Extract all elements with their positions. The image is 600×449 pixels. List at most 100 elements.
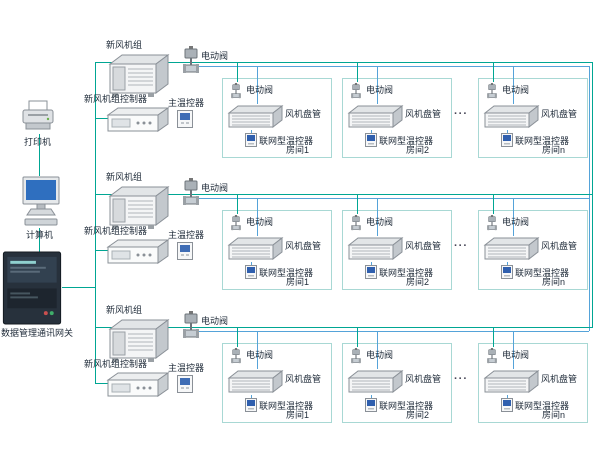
networked-thermostat-label: 联网型温控器	[515, 136, 570, 146]
room: 电动阀 风机盘管 联网型温控器 房间2	[342, 194, 452, 290]
networked-thermostat-icon	[245, 265, 257, 279]
networked-thermostat-label: 联网型温控器	[379, 136, 434, 146]
main-thermostat-label: 主温控器	[168, 98, 205, 108]
fan-coil-icon	[346, 369, 404, 395]
fan-coil-label: 风机盘管	[285, 374, 322, 384]
networked-thermostat-label: 联网型温控器	[379, 401, 434, 411]
trunk-wire	[95, 62, 96, 383]
ahu-controller-icon	[106, 371, 170, 399]
ahu-row: 新风机组 电动阀 新风机组控制器 主温控器 电动阀 风机盘管 联网型温控器 房间…	[0, 305, 600, 437]
networked-thermostat-icon	[245, 398, 257, 412]
fancoil-thermostat-wire	[251, 395, 252, 399]
room-drop-wire-blue	[513, 66, 514, 104]
networked-thermostat-label: 联网型温控器	[379, 268, 434, 278]
computer-gateway-wire	[39, 228, 40, 252]
fan-coil-icon	[226, 104, 284, 130]
ahu-unit-icon	[104, 317, 172, 363]
room-drop-wire-green	[493, 62, 494, 82]
rooms-ellipsis: ···	[454, 240, 468, 252]
room-valve-icon	[485, 348, 499, 366]
ahu-valve-label: 电动阀	[201, 51, 229, 61]
room-valve-icon	[229, 215, 243, 233]
room-name-label: 房间1	[286, 145, 310, 155]
bus-wire-blue	[186, 66, 589, 67]
room-drop-wire-blue	[513, 198, 514, 236]
controller-label: 新风机组控制器	[84, 94, 148, 104]
room-drop-wire-green	[357, 62, 358, 82]
room-name-label: 房间1	[286, 410, 310, 420]
bus-wire-green	[95, 194, 592, 195]
fan-coil-icon	[482, 104, 540, 130]
room: 电动阀 风机盘管 联网型温控器 房间n	[478, 62, 588, 158]
room-valve-icon	[229, 348, 243, 366]
networked-thermostat-icon	[365, 133, 377, 147]
ahu-unit-icon	[104, 52, 172, 98]
room-drop-wire-green	[493, 194, 494, 214]
fan-coil-label: 风机盘管	[285, 109, 322, 119]
room: 电动阀 风机盘管 联网型温控器 房间n	[478, 327, 588, 423]
fancoil-thermostat-wire	[251, 262, 252, 266]
room-valve-label: 电动阀	[366, 350, 394, 360]
room-valve-label: 电动阀	[502, 217, 530, 227]
bus-wire-blue	[186, 331, 589, 332]
room-name-label: 房间2	[406, 277, 430, 287]
gateway-trunk-wire	[62, 287, 95, 288]
fan-coil-icon	[482, 236, 540, 262]
fan-coil-icon	[226, 236, 284, 262]
ahu-label: 新风机组	[106, 172, 143, 182]
bus-wire-green	[95, 62, 592, 63]
room-valve-label: 电动阀	[366, 85, 394, 95]
ahu-row: 新风机组 电动阀 新风机组控制器 主温控器 电动阀 风机盘管 联网型温控器 房间…	[0, 172, 600, 304]
main-thermostat-icon	[177, 110, 193, 128]
fan-coil-label: 风机盘管	[405, 374, 442, 384]
ahu-row: 新风机组 电动阀 新风机组控制器 主温控器 电动阀 风机盘管 联网型温控器 房间…	[0, 40, 600, 172]
networked-thermostat-icon	[365, 398, 377, 412]
fancoil-thermostat-wire	[507, 262, 508, 266]
fan-coil-icon	[482, 369, 540, 395]
fan-coil-label: 风机盘管	[405, 109, 442, 119]
room-drop-wire-blue	[377, 198, 378, 236]
rooms-ellipsis: ···	[454, 373, 468, 385]
room: 电动阀 风机盘管 联网型温控器 房间1	[222, 327, 332, 423]
controller-label: 新风机组控制器	[84, 226, 148, 236]
ahu-unit-icon	[104, 184, 172, 230]
fan-coil-icon	[346, 104, 404, 130]
room-name-label: 房间n	[542, 277, 566, 287]
room-name-label: 房间n	[542, 410, 566, 420]
fan-coil-label: 风机盘管	[541, 241, 578, 251]
room-drop-wire-green	[493, 327, 494, 347]
rooms-ellipsis: ···	[454, 108, 468, 120]
room-drop-wire-blue	[513, 331, 514, 369]
fan-coil-icon	[226, 369, 284, 395]
ahu-valve-label: 电动阀	[201, 316, 229, 326]
fancoil-thermostat-wire	[507, 395, 508, 399]
room-drop-wire-green	[357, 194, 358, 214]
fancoil-thermostat-wire	[371, 262, 372, 266]
room-name-label: 房间2	[406, 145, 430, 155]
printer-label: 打印机	[24, 137, 52, 147]
networked-thermostat-label: 联网型温控器	[259, 268, 314, 278]
room-drop-wire-green	[237, 194, 238, 214]
main-thermostat-label: 主温控器	[168, 363, 205, 373]
controller-stub-wire	[95, 118, 108, 119]
fan-coil-label: 风机盘管	[541, 109, 578, 119]
right-riser-wire-blue	[589, 66, 590, 331]
printer-computer-wire	[39, 134, 40, 176]
room-drop-wire-blue	[257, 66, 258, 104]
room-drop-wire-blue	[377, 66, 378, 104]
room-valve-icon	[485, 215, 499, 233]
fan-coil-label: 风机盘管	[541, 374, 578, 384]
networked-thermostat-icon	[365, 265, 377, 279]
room-valve-label: 电动阀	[246, 85, 274, 95]
room-valve-label: 电动阀	[366, 217, 394, 227]
room-drop-wire-blue	[377, 331, 378, 369]
electric-valve-icon	[183, 311, 199, 343]
electric-valve-icon	[183, 46, 199, 78]
room-valve-icon	[229, 83, 243, 101]
bus-wire-green	[95, 327, 592, 328]
fan-coil-icon	[346, 236, 404, 262]
networked-thermostat-icon	[501, 133, 513, 147]
room-drop-wire-blue	[257, 331, 258, 369]
bus-wire-blue	[186, 198, 589, 199]
fancoil-thermostat-wire	[251, 130, 252, 134]
